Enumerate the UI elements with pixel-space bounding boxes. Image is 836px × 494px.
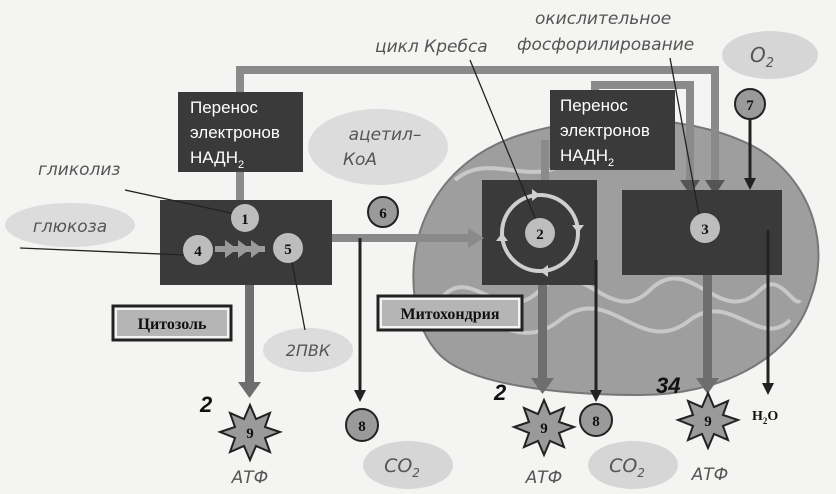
glucose-label: глюкоза (33, 217, 107, 237)
electron-transfer-box-left: Перенос электронов НАДН2 (178, 92, 303, 172)
atp-label-1: АТФ (231, 468, 269, 488)
svg-text:1: 1 (241, 212, 249, 228)
step-6-circle: 6 (367, 196, 399, 228)
svg-text:9: 9 (540, 421, 548, 437)
atp-burst-glycolysis: 9 (217, 402, 283, 463)
svg-text:9: 9 (704, 414, 712, 430)
step-7-circle: 7 (734, 88, 766, 120)
acetyl-coa-label-line2: КоА (343, 150, 377, 170)
step-8-circle-left: 8 (345, 408, 379, 442)
acetyl-coa-bubble (308, 109, 448, 185)
electron-transfer-pipes (236, 66, 719, 200)
glycolysis-label: гликолиз (38, 160, 120, 180)
step-3-circle: 3 (690, 213, 720, 243)
co2-bubble-2 (588, 441, 678, 489)
svg-text:3: 3 (701, 222, 709, 238)
svg-text:НАДН2: НАДН2 (190, 148, 244, 171)
svg-text:9: 9 (246, 426, 254, 442)
svg-text:8: 8 (358, 419, 366, 435)
atp-label-2: АТФ (525, 468, 563, 488)
svg-text:электронов: электронов (190, 123, 280, 142)
mitochondria-label-box: Митохондрия (376, 294, 524, 332)
oxphos-label-line1: окислительное (535, 9, 671, 29)
co2-label-1: CO2 (384, 455, 420, 480)
co2-bubble-1 (363, 441, 453, 489)
electron-transfer-box-right: Перенос электронов НАДН2 (550, 90, 675, 170)
svg-text:6: 6 (379, 206, 387, 222)
svg-text:5: 5 (284, 242, 292, 258)
pvk-bubble (263, 328, 353, 372)
pipe-arrowheads (680, 180, 725, 195)
co2-label-2: CO2 (609, 455, 645, 480)
svg-text:электронов: электронов (560, 121, 650, 140)
atp-label-3: АТФ (691, 465, 729, 485)
glycolysis-arrows (215, 240, 265, 258)
h2o-label: H2O (752, 409, 778, 426)
svg-text:Перенос: Перенос (190, 98, 258, 117)
svg-text:Цитозоль: Цитозоль (138, 316, 207, 333)
step-1-circle: 1 (231, 204, 259, 232)
cytosol-label-box: Цитозоль (111, 304, 233, 342)
atp-burst-oxphos: 9 (675, 390, 741, 451)
svg-text:4: 4 (194, 244, 202, 260)
pvk-label: 2ПВК (286, 341, 331, 360)
oxphos-label-line2: фосфорилирование (517, 35, 694, 55)
atp-yield-krebs: 2 (493, 380, 507, 405)
atp-yield-glycolysis: 2 (199, 392, 213, 417)
svg-text:7: 7 (746, 98, 754, 114)
output-arrows (238, 118, 774, 402)
krebs-label: цикл Кребса (375, 37, 488, 57)
step-2-circle: 2 (525, 218, 555, 248)
glucose-bubble (5, 203, 135, 247)
step-4-circle: 4 (183, 235, 213, 265)
step-8-circle-right: 8 (579, 403, 613, 437)
leader-lines (19, 57, 701, 331)
svg-text:2: 2 (536, 227, 544, 243)
o2-label: O2 (750, 43, 774, 71)
svg-text:8: 8 (592, 414, 600, 430)
svg-text:Перенос: Перенос (560, 96, 628, 115)
acetyl-coa-label-line1: ацетил– (349, 125, 422, 145)
atp-yield-oxphos: 34 (656, 373, 680, 398)
pyruvate-arrowhead (468, 228, 484, 248)
svg-text:НАДН2: НАДН2 (560, 146, 614, 169)
o2-bubble (722, 31, 818, 79)
atp-burst-krebs: 9 (511, 397, 577, 458)
step-5-circle: 5 (273, 233, 303, 263)
svg-text:Митохондрия: Митохондрия (400, 306, 499, 323)
